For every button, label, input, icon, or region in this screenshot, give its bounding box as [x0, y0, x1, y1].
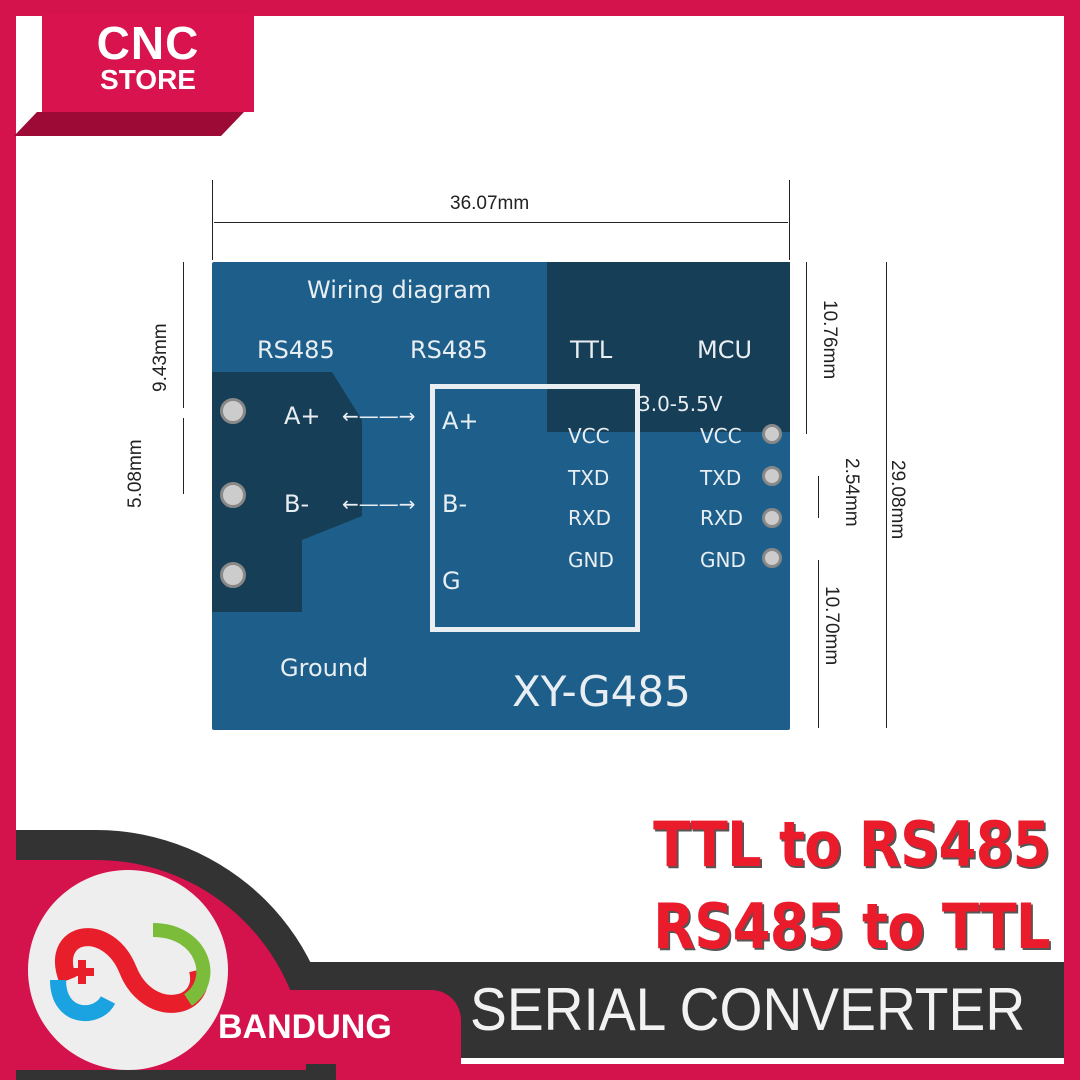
dim-line-width — [214, 222, 788, 223]
pin-a-left: A+ — [284, 402, 321, 430]
pad-rxd — [762, 508, 782, 528]
mcu-txd: TXD — [700, 466, 742, 490]
pin-g-inner: G — [442, 567, 461, 595]
pad-vcc — [762, 424, 782, 444]
dim-height: 29.08mm — [887, 460, 908, 540]
ttl-gnd: GND — [568, 548, 614, 572]
pin-b-left: B- — [284, 490, 310, 518]
ground-label: Ground — [280, 654, 369, 682]
pad-gnd — [762, 548, 782, 568]
logo-shadow — [14, 112, 244, 136]
dim-ext — [789, 180, 790, 260]
ttl-rxd: RXD — [568, 506, 611, 530]
pad-g — [220, 562, 246, 588]
store-logo: CNC STORE — [42, 14, 254, 112]
headline-line2: RS485 to TTL — [653, 890, 1051, 963]
dim-ttl-pitch: 2.54mm — [841, 458, 862, 527]
label-rs485-right: RS485 — [410, 336, 488, 364]
label-ttl: TTL — [570, 336, 613, 364]
logo-line1: CNC — [96, 17, 200, 69]
pin-b-inner: B- — [442, 490, 468, 518]
dim-line — [806, 262, 807, 434]
label-rs485-left: RS485 — [257, 336, 335, 364]
label-voltage: 3.0-5.5V — [638, 392, 723, 416]
city-label: BANDUNG — [218, 1008, 392, 1046]
pad-b — [220, 482, 246, 508]
mcu-vcc: VCC — [700, 424, 742, 448]
label-mcu: MCU — [697, 336, 753, 364]
arrow-a: ←——→ — [342, 404, 416, 428]
dim-line — [818, 560, 819, 728]
pcb-heading: Wiring diagram — [307, 276, 492, 304]
dim-line — [183, 418, 184, 494]
ttl-txd: TXD — [568, 466, 610, 490]
model-label: XY-G485 — [512, 667, 691, 716]
pcb-board: Wiring diagram RS485 RS485 TTL MCU 3.0-5… — [212, 262, 790, 730]
brand-emblem — [28, 870, 228, 1070]
product-type: SERIAL CONVERTER — [470, 976, 1026, 1043]
ttl-vcc: VCC — [568, 424, 610, 448]
pad-txd — [762, 466, 782, 486]
dim-ttl-top: 10.76mm — [819, 300, 840, 380]
dim-line — [818, 476, 819, 518]
pad-a — [220, 398, 246, 424]
headline-line1: TTL to RS485 — [653, 808, 1051, 881]
dim-ext — [212, 180, 213, 260]
dim-ttl-bottom: 10.70mm — [821, 586, 842, 666]
dim-line-height — [886, 262, 887, 728]
dim-rs485-pitch: 5.08mm — [125, 439, 146, 508]
mcu-gnd: GND — [700, 548, 746, 572]
mcu-rxd: RXD — [700, 506, 743, 530]
dim-line — [183, 262, 184, 408]
dim-top-pin: 9.43mm — [150, 323, 171, 392]
infinity-plus-icon — [50, 923, 211, 1021]
logo-line2: STORE — [100, 64, 196, 95]
arrow-b: ←——→ — [342, 492, 416, 516]
dim-width: 36.07mm — [450, 193, 530, 214]
copper-pour — [547, 262, 790, 432]
pin-a-inner: A+ — [442, 407, 479, 435]
chip-outline — [430, 384, 640, 632]
